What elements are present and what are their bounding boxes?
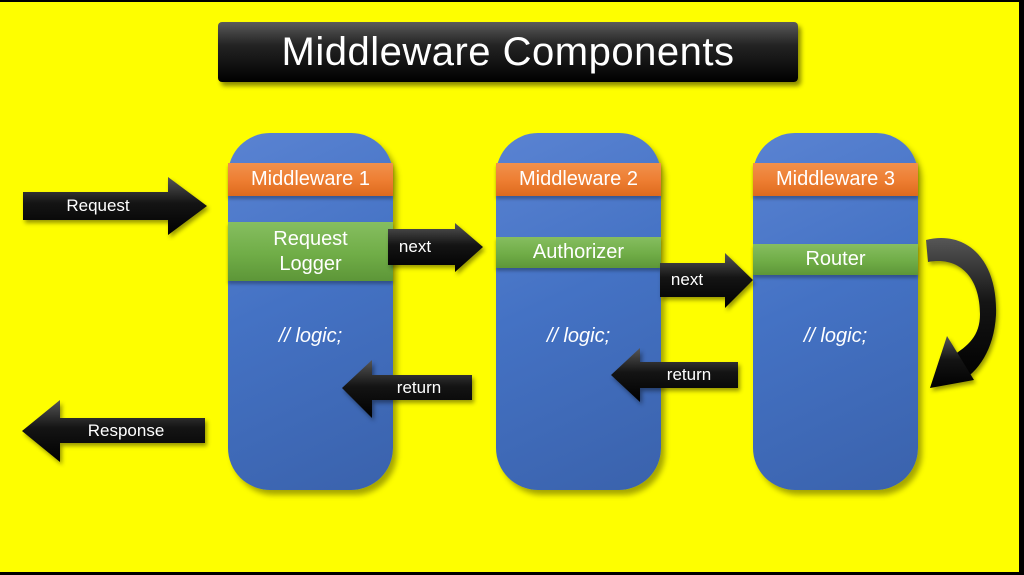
right-arrow-icon xyxy=(660,253,753,308)
middleware-1-header: Middleware 1 xyxy=(228,163,393,196)
middleware-1-logic: // logic; xyxy=(278,325,343,347)
bottom-border-strip xyxy=(0,572,1024,575)
response-arrow-label: Response xyxy=(87,421,165,440)
right-arrow-icon xyxy=(23,177,207,235)
router-loop-arrow xyxy=(920,230,1010,395)
middleware-1-handler-band: Request Logger xyxy=(228,222,393,281)
middleware-2-logic: // logic; xyxy=(546,325,611,347)
left-arrow-icon xyxy=(611,348,738,402)
curved-arrow-icon xyxy=(926,238,997,388)
middleware-2-header: Middleware 2 xyxy=(496,163,661,196)
next-arrow-1: next xyxy=(386,221,486,276)
return-arrow-1: return xyxy=(338,355,478,421)
middleware-3-logic: // logic; xyxy=(803,325,868,347)
right-border-strip xyxy=(1019,0,1024,575)
left-arrow-icon xyxy=(22,400,205,462)
middleware-1-handler: Request Logger xyxy=(273,227,348,275)
return-arrow-2-label: return xyxy=(666,365,712,384)
next-arrow-1-label: next xyxy=(398,237,432,256)
middleware-2-handler-band: Authorizer xyxy=(496,237,661,268)
diagram-title: Middleware Components xyxy=(281,29,735,74)
response-arrow: Response xyxy=(18,398,210,464)
middleware-1-box: Middleware 1 Request Logger // logic; xyxy=(228,133,393,490)
diagram-title-bar: Middleware Components xyxy=(218,22,798,82)
middleware-3-title: Middleware 3 xyxy=(776,168,895,190)
middleware-2-handler: Authorizer xyxy=(532,241,625,263)
right-arrow-icon xyxy=(388,223,483,272)
request-arrow: Request xyxy=(20,175,210,237)
middleware-2-box: Middleware 2 Authorizer // logic; xyxy=(496,133,661,490)
middleware-1-title: Middleware 1 xyxy=(251,168,370,190)
request-arrow-label: Request xyxy=(66,196,130,215)
middleware-2-title: Middleware 2 xyxy=(519,168,638,190)
middleware-3-handler-band: Router xyxy=(753,244,918,275)
next-arrow-2: next xyxy=(656,251,756,309)
return-arrow-1-label: return xyxy=(396,378,442,397)
left-arrow-icon xyxy=(342,360,472,418)
middleware-3-handler: Router xyxy=(805,248,866,270)
middleware-3-header: Middleware 3 xyxy=(753,163,918,196)
return-arrow-2: return xyxy=(606,344,746,406)
top-border-strip xyxy=(0,0,1024,2)
middleware-3-box: Middleware 3 Router // logic; xyxy=(753,133,918,490)
next-arrow-2-label: next xyxy=(670,270,704,289)
